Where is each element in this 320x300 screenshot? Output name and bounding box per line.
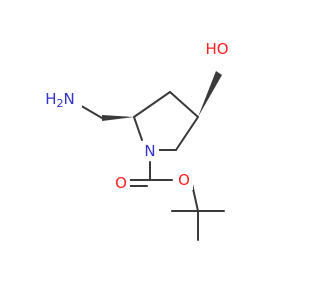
ring-nitrogen-label: N	[144, 142, 155, 160]
wedge-c2-ch2	[102, 115, 134, 121]
bond-n1-c2	[133, 116, 143, 141]
ester-oxygen-label: O	[178, 171, 190, 189]
structure-canvas: H2N HO N O O	[45, 38, 232, 241]
amine-h: H	[45, 90, 56, 108]
hydroxyl-label: HO	[205, 40, 228, 58]
amine-n: N	[64, 90, 75, 108]
atom-labels: H2N HO N O O	[45, 38, 232, 193]
molecule-diagram: H2N HO N O O	[45, 38, 232, 241]
amine-label: H2N	[45, 90, 75, 110]
wedge-c4-oh	[198, 71, 222, 117]
bond-c3-c4	[169, 91, 199, 118]
bond-c2-c3	[133, 91, 171, 118]
bonds	[77, 91, 225, 241]
amine-subscript: 2	[57, 97, 64, 110]
bond-c4-c5	[175, 116, 199, 151]
carbonyl-oxygen-label: O	[115, 174, 127, 192]
